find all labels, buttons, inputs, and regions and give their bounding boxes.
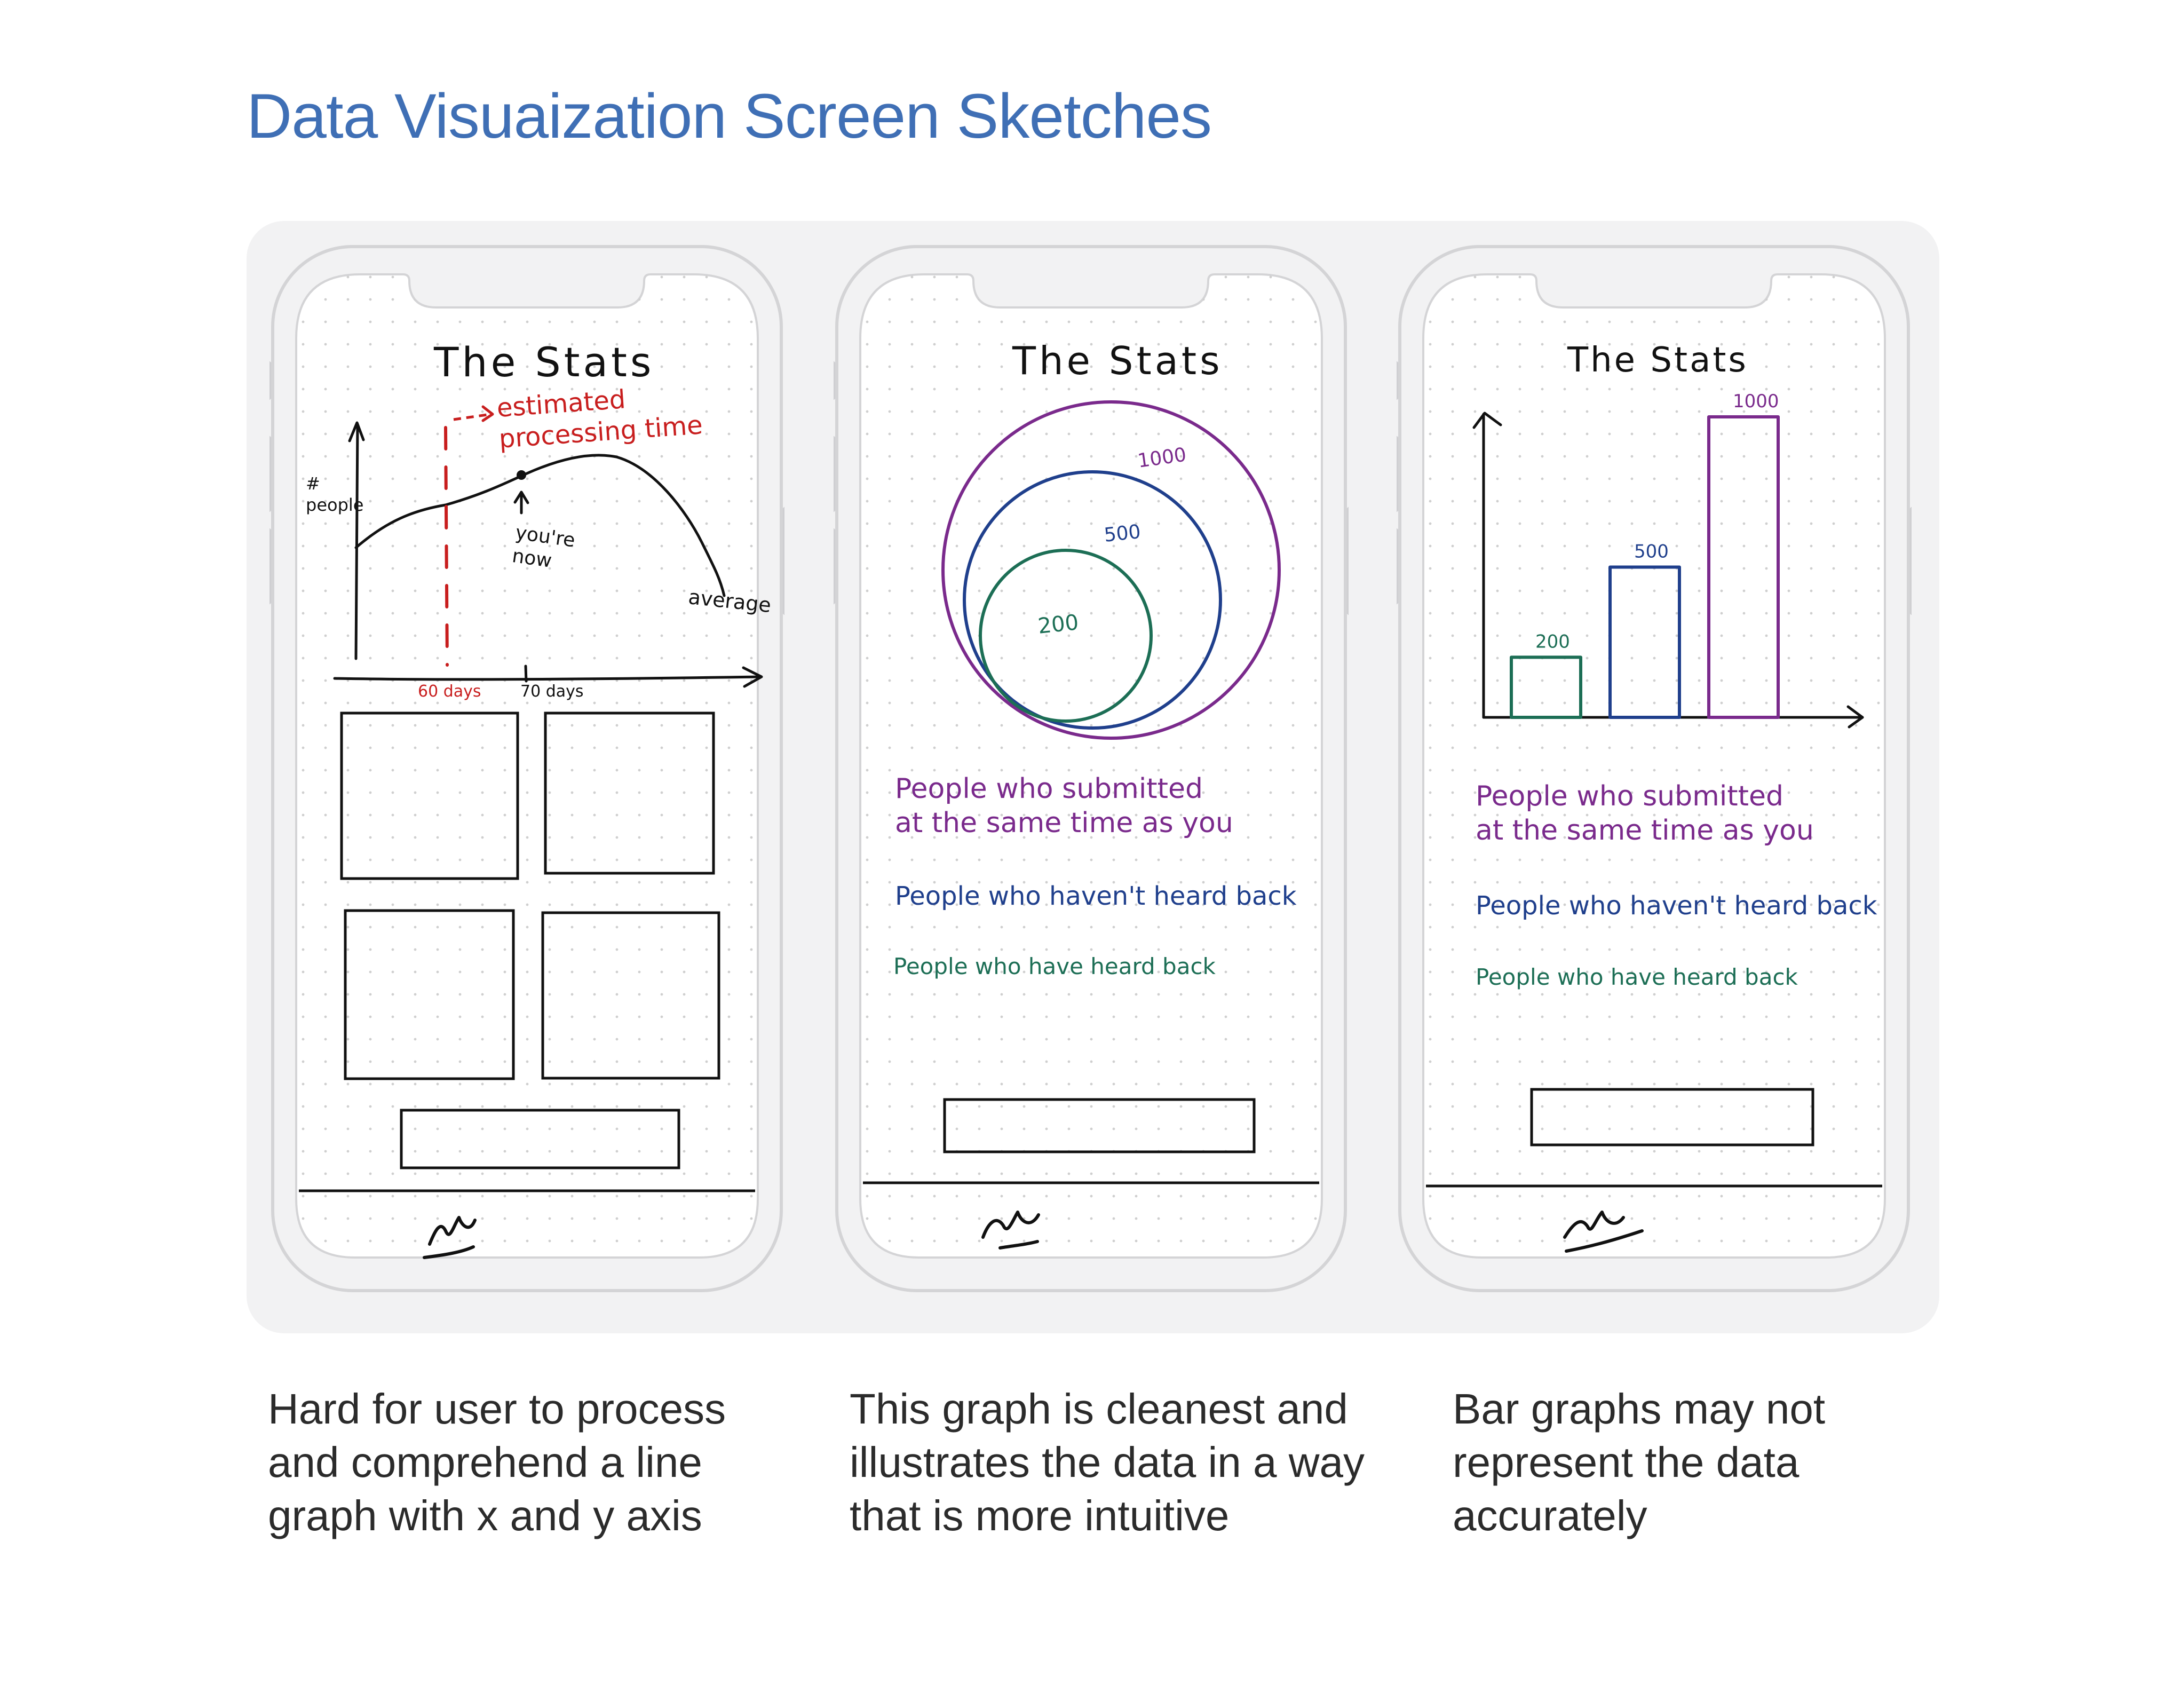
processing-time-pointer-head <box>481 405 494 422</box>
x-axis-arrow <box>742 666 763 688</box>
bar-value-label-500: 500 <box>1634 541 1669 563</box>
legend-submitted-same-time: People who submitted at the same time as… <box>1476 780 1814 847</box>
placeholder-card-2[interactable] <box>544 711 715 875</box>
legend-not-heard-back: People who haven't heard back <box>895 881 1297 911</box>
action-button[interactable] <box>943 1098 1256 1153</box>
bar-value-label-1000: 1000 <box>1733 391 1779 412</box>
action-button[interactable] <box>1530 1088 1814 1146</box>
tab-bar-scribble-icon[interactable] <box>981 1211 1040 1250</box>
you-are-now-point <box>517 470 526 480</box>
y-axis-arrow <box>348 421 365 442</box>
x-axis <box>333 675 761 681</box>
bubble-label-500: 500 <box>1103 520 1142 547</box>
bar-200 <box>1510 655 1582 719</box>
placeholder-card-3[interactable] <box>344 909 515 1080</box>
bubble-1000 <box>941 400 1281 740</box>
phone-sketch-bar-chart: 200 500 1000 The Stats People who submitte… <box>1397 243 1912 1294</box>
average-curve <box>354 454 726 597</box>
bubble-200 <box>979 549 1153 723</box>
placeholder-card-4[interactable] <box>541 911 720 1080</box>
you-are-now-label: you're now <box>511 521 577 572</box>
bar-group <box>1510 415 1780 719</box>
caption-line-graph: Hard for user to process and comprehend … <box>268 1385 726 1539</box>
y-axis-label: # people <box>306 473 364 515</box>
caption-bubble-chart: This graph is cleanest and illustrates t… <box>850 1385 1365 1539</box>
processing-time-line <box>444 426 449 667</box>
bar-1000 <box>1707 415 1780 719</box>
screen-heading: The Stats <box>1012 338 1223 383</box>
placeholder-card-1[interactable] <box>340 711 519 880</box>
action-button[interactable] <box>400 1109 680 1169</box>
bar-value-label-200: 200 <box>1535 631 1570 652</box>
x-tick-label-60-days: 60 days <box>418 682 481 701</box>
tab-bar-scribble-icon[interactable] <box>423 1216 477 1259</box>
x-axis-arrow <box>1846 705 1864 729</box>
bar-500 <box>1608 565 1681 719</box>
legend-heard-back: People who have heard back <box>893 953 1216 979</box>
phone-sketch-line-graph: The Stats # people estimated processing … <box>269 243 784 1294</box>
screen-heading: The Stats <box>434 338 655 386</box>
legend-heard-back: People who have heard back <box>1476 964 1798 990</box>
legend-submitted-same-time: People who submitted at the same time as… <box>895 773 1233 839</box>
page-title: Data Visuaization Screen Sketches <box>247 81 1212 152</box>
bubble-label-200: 200 <box>1036 610 1080 639</box>
phone-frame <box>834 245 1349 1292</box>
x-tick-label-70-days: 70 days <box>520 682 584 701</box>
caption-bar-chart: Bar graphs may not represent the data ac… <box>1453 1385 1826 1539</box>
bar-label-group: 200 500 1000 <box>1535 391 1779 652</box>
phone-sketch-bubble-chart: The Stats 1000 500 200 People who submit… <box>834 243 1349 1294</box>
tab-bar-scribble-icon[interactable] <box>1563 1211 1644 1253</box>
phone-frame <box>269 245 784 1292</box>
processing-time-pointer <box>453 413 492 421</box>
you-are-now-arrowhead <box>513 491 529 504</box>
screen-heading: The Stats <box>1567 341 1748 380</box>
bubble-500 <box>963 470 1222 730</box>
phone-frame: 200 500 1000 <box>1397 245 1912 1292</box>
y-axis-arrow <box>1472 412 1502 429</box>
legend-not-heard-back: People who haven't heard back <box>1476 891 1877 921</box>
y-axis <box>354 423 359 660</box>
